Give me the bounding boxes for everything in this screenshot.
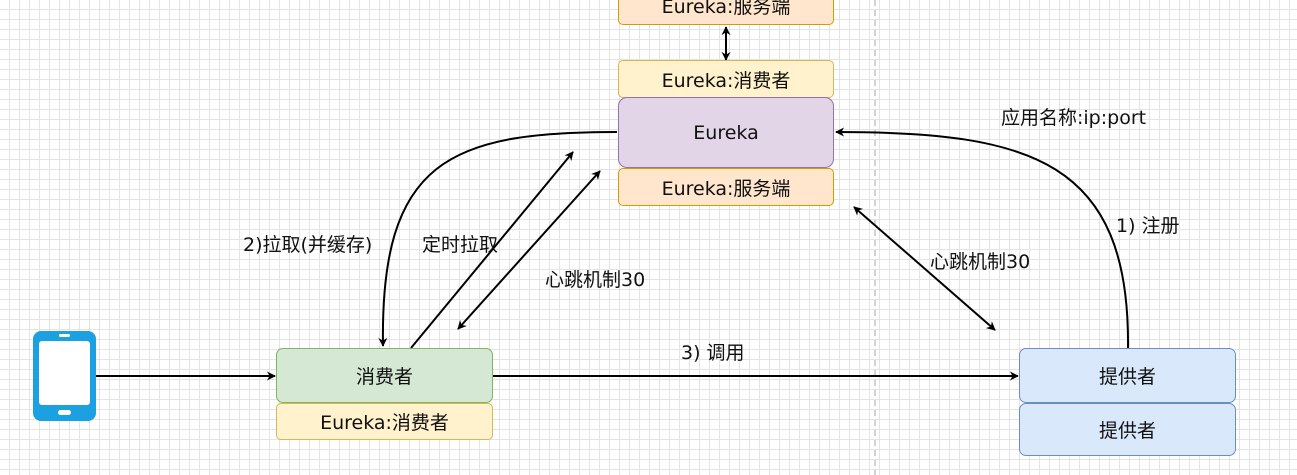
consumer-label: 消费者: [355, 366, 413, 388]
phone-speaker: [59, 334, 70, 337]
heartbeat-right-arrow: [853, 206, 996, 331]
consumer-node[interactable]: 消费者: [276, 348, 493, 403]
invoke-label: 3) 调用: [681, 342, 745, 364]
register-label: 1) 注册: [1116, 215, 1180, 237]
eureka-server-label-top: Eureka:服务端: [661, 0, 791, 18]
consumer-client-node[interactable]: Eureka:消费者: [276, 403, 493, 440]
heartbeat-left-label: 心跳机制30: [545, 269, 646, 291]
eureka-server-node-mid[interactable]: Eureka:服务端: [618, 168, 834, 206]
eureka-node[interactable]: Eureka: [618, 97, 834, 168]
register-arrow: [835, 127, 1130, 349]
eureka-server-node-top[interactable]: Eureka:服务端: [618, 0, 834, 25]
eureka-server-label-mid: Eureka:服务端: [661, 177, 791, 200]
eureka-consumer-node-top[interactable]: Eureka:消费者: [618, 60, 834, 98]
heartbeat-right-label: 心跳机制30: [930, 251, 1031, 273]
pull-cache-arrow: [378, 131, 618, 347]
eureka-consumer-label-top: Eureka:消费者: [661, 69, 791, 92]
consumer-client-label: Eureka:消费者: [320, 412, 449, 434]
eureka-label: Eureka: [693, 121, 759, 144]
phone-home-button: [58, 410, 71, 415]
phone-screen: [39, 341, 90, 405]
scheduled-pull-label: 定时拉取: [422, 234, 499, 256]
mobile-phone-icon[interactable]: [33, 331, 96, 421]
provider-label: 提供者: [1098, 366, 1156, 388]
provider-label-2: 提供者: [1098, 420, 1156, 442]
provider-node[interactable]: 提供者: [1019, 348, 1236, 403]
provider-node-2[interactable]: 提供者: [1019, 403, 1236, 456]
pull-cache-label: 2)拉取(并缓存): [243, 234, 373, 256]
register-info-label: 应用名称:ip:port: [1001, 107, 1147, 129]
heartbeat-left-arrow: [457, 170, 601, 330]
